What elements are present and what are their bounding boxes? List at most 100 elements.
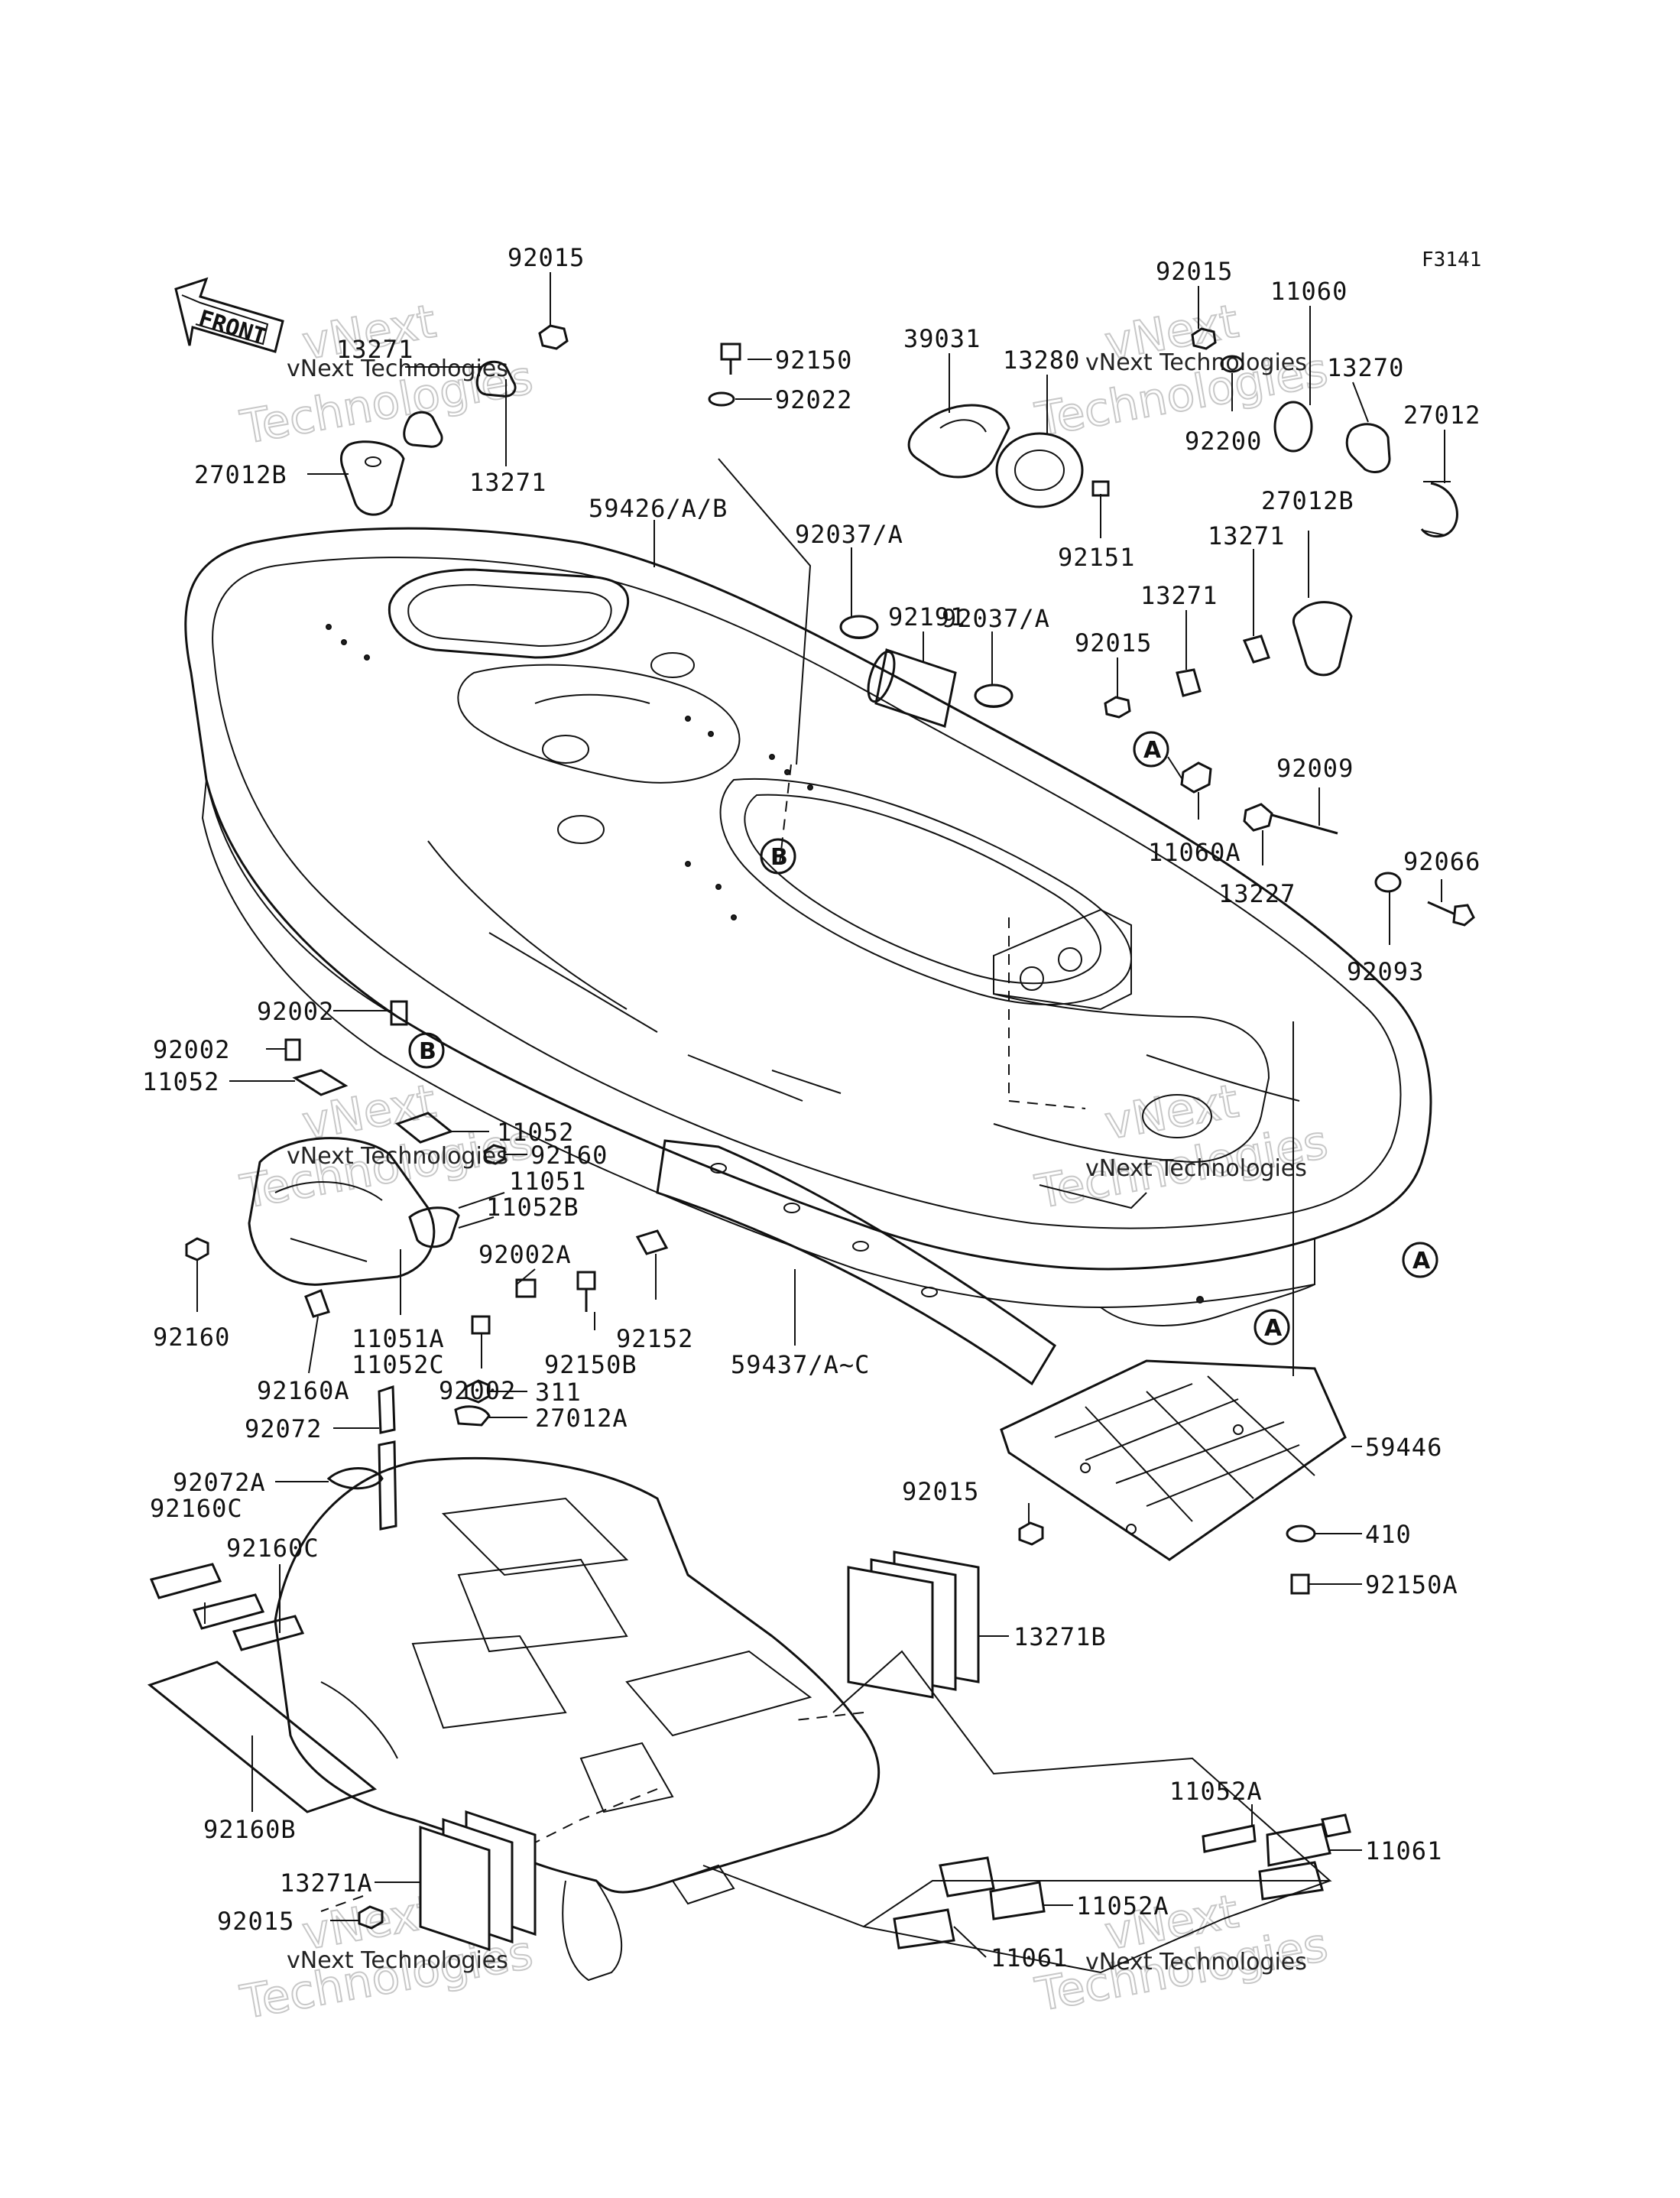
pin-group-right	[1202, 1813, 1351, 1901]
front-arrow-icon: FRONT	[174, 277, 284, 353]
ref-marker-b: B	[419, 1038, 436, 1065]
part-label: 92022	[775, 385, 852, 414]
watermark-company: vNext Technologies	[287, 356, 508, 382]
part-label: 92015	[1156, 257, 1233, 286]
part-label: 13271	[336, 335, 414, 364]
part-label: 13271	[469, 468, 546, 497]
grommet-icon	[1286, 1524, 1316, 1543]
part-label: 92151	[1058, 543, 1135, 572]
part-label: 92037/A	[942, 604, 1050, 633]
watermark-company: vNext Technologies	[1085, 1155, 1307, 1182]
nut-icon	[358, 1905, 384, 1930]
part-label: 11061	[1365, 1836, 1442, 1865]
part-label: 92009	[1276, 754, 1354, 783]
part-label: 11052B	[486, 1193, 579, 1222]
hose-group	[839, 615, 1014, 728]
bolt-washer-group	[708, 343, 741, 407]
part-label: 92191	[888, 602, 965, 631]
part-label: 59446	[1365, 1433, 1442, 1462]
ref-line	[779, 764, 792, 865]
part-label: 13271B	[1014, 1622, 1107, 1651]
hull-upper	[184, 527, 1432, 1326]
ref-marker-b: B	[770, 844, 788, 871]
part-label: 11060A	[1148, 838, 1241, 867]
watermark-company: vNext Technologies	[1085, 1949, 1307, 1976]
part-label: 13271	[1140, 581, 1218, 610]
part-label: 11052	[142, 1067, 219, 1096]
part-label: 92200	[1185, 427, 1262, 456]
part-label: 11052A	[1169, 1777, 1263, 1806]
part-label: 13280	[1003, 346, 1080, 375]
part-label: 410	[1365, 1520, 1412, 1549]
part-label: 13271	[1208, 521, 1285, 550]
part-label: 92002A	[478, 1240, 572, 1269]
part-label: 11052C	[352, 1350, 445, 1379]
part-label: 13270	[1327, 353, 1404, 382]
part-label: 92150A	[1365, 1570, 1458, 1599]
part-labels: 92015 13271 13271 27012B 92150 92022 594…	[142, 243, 1481, 1972]
part-label: 92093	[1347, 957, 1424, 986]
skid-plate	[1000, 1359, 1347, 1561]
part-label: 92160	[153, 1323, 230, 1352]
nut-icon	[1018, 1521, 1044, 1546]
watermarks: Technologies Technologies Technologies T…	[235, 294, 1332, 2031]
ref-markers: A B B A A	[408, 731, 1438, 1346]
plate-stack-a	[419, 1810, 537, 1952]
ref-line	[794, 1712, 864, 1721]
figure-code: F3141	[1422, 248, 1481, 271]
part-label: 27012	[1403, 401, 1481, 430]
part-label: 92160A	[257, 1376, 350, 1405]
part-label: 27012A	[535, 1404, 628, 1433]
part-label: 92072A	[173, 1468, 266, 1497]
part-label: 311	[535, 1378, 582, 1407]
part-label: 92015	[508, 243, 585, 272]
ref-line	[519, 1788, 658, 1851]
part-label: 92150	[775, 346, 852, 375]
side-strip-group	[635, 1139, 1056, 1386]
front-label: FRONT	[196, 305, 270, 351]
part-label: 92160C	[150, 1494, 243, 1523]
part-label: 59426/A/B	[589, 494, 728, 523]
part-label: 92002	[257, 997, 334, 1026]
part-label: 92160B	[203, 1815, 297, 1844]
pin-group-bottom	[893, 1856, 1046, 1950]
part-label: 92002	[439, 1376, 516, 1405]
part-label: 11051A	[352, 1324, 445, 1353]
pad-icon	[147, 1661, 378, 1813]
part-label: 92015	[1075, 628, 1152, 657]
part-label: 27012B	[194, 460, 287, 489]
bolt-icon	[1290, 1573, 1310, 1595]
plate-stack-b	[847, 1550, 980, 1699]
watermark-company: vNext Technologies	[287, 1947, 508, 1974]
part-label: 92066	[1403, 847, 1481, 876]
nut-icon	[538, 324, 569, 350]
part-label: 11052	[497, 1118, 574, 1147]
part-label: 11052A	[1076, 1891, 1169, 1920]
part-label: 11061	[991, 1943, 1068, 1972]
part-label: 92152	[616, 1324, 693, 1353]
part-label: 11051	[509, 1167, 586, 1196]
leader-lines	[196, 272, 1445, 1958]
drain-plug-group	[1180, 761, 1475, 927]
part-group-top-right	[907, 327, 1458, 719]
part-label: 92015	[902, 1477, 979, 1506]
part-label: 92037/A	[795, 520, 903, 549]
part-label: 27012B	[1261, 486, 1354, 515]
part-label: 39031	[903, 324, 981, 353]
part-label: 13227	[1218, 879, 1296, 908]
ref-marker-a: A	[1143, 737, 1162, 764]
part-label: 92015	[217, 1907, 294, 1936]
part-label: 92160C	[226, 1534, 319, 1563]
part-label: 92150B	[544, 1350, 637, 1379]
part-label: 59437/A~C	[731, 1350, 870, 1379]
ref-marker-a: A	[1412, 1248, 1431, 1274]
ref-line	[1008, 917, 1086, 1109]
ref-line	[320, 1895, 364, 1912]
ref-marker-a: A	[1264, 1315, 1283, 1342]
watermark-company: vNext Technologies	[1085, 349, 1307, 376]
part-label: 92002	[153, 1035, 230, 1064]
part-group-left-mid	[185, 1000, 596, 1335]
bracket-lines	[702, 458, 1332, 1974]
